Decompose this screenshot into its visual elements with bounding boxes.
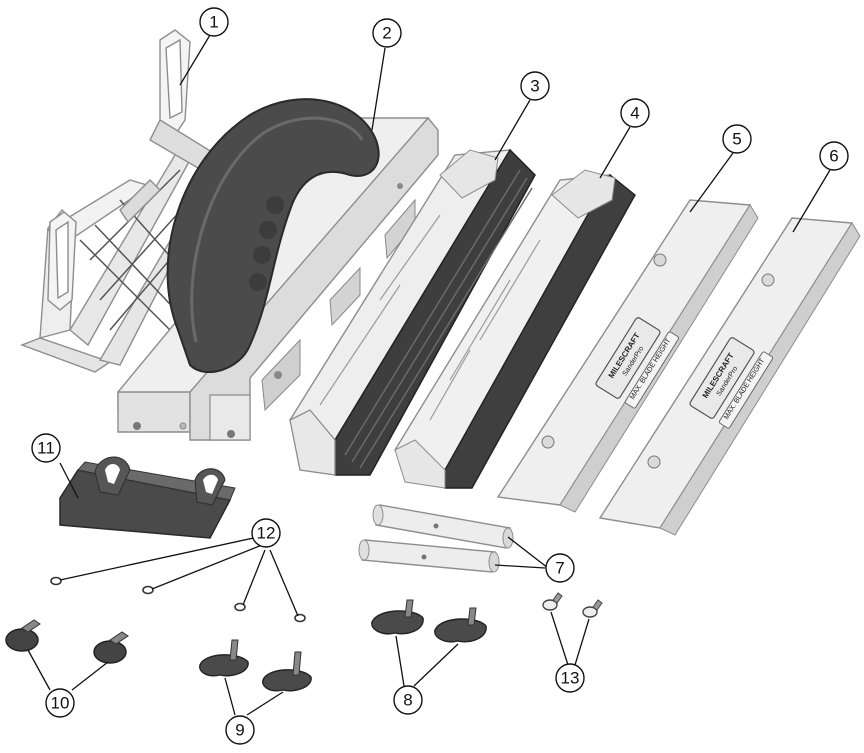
callout-13-label: 13 xyxy=(561,669,580,688)
callout-7-label: 7 xyxy=(555,559,564,578)
part-10-knurled-knobs xyxy=(5,619,129,664)
callout-11: 11 xyxy=(31,433,61,463)
callout-12-label: 12 xyxy=(257,524,276,543)
leader-lines xyxy=(27,34,831,716)
callout-11-label: 11 xyxy=(37,439,55,458)
callout-2: 2 xyxy=(372,18,402,48)
callout-6: 6 xyxy=(819,141,849,171)
callout-12: 12 xyxy=(251,518,281,548)
callout-8: 8 xyxy=(393,685,423,715)
part-13-screws xyxy=(542,592,603,618)
callout-3: 3 xyxy=(520,71,550,101)
callout-13: 13 xyxy=(555,663,585,693)
callout-10: 10 xyxy=(45,688,75,718)
callout-6-label: 6 xyxy=(829,147,838,166)
callout-3-label: 3 xyxy=(530,77,539,96)
callout-10-label: 10 xyxy=(51,694,70,713)
part-6-base-plate: MILESCRAFT SanderPro MAX. BLADE HEIGHT xyxy=(598,217,861,536)
part-8-wing-knobs xyxy=(371,599,487,643)
part-12-washers xyxy=(50,576,306,623)
callout-9: 9 xyxy=(225,715,255,745)
part-2-handle-base xyxy=(117,98,439,441)
callout-4: 4 xyxy=(620,98,650,128)
callout-1: 1 xyxy=(199,7,229,37)
callout-5-label: 5 xyxy=(732,130,741,149)
callout-7: 7 xyxy=(545,553,575,583)
part-7-pins xyxy=(358,504,514,573)
callout-8-label: 8 xyxy=(403,691,412,710)
callout-2-label: 2 xyxy=(382,24,391,43)
callout-1-label: 1 xyxy=(209,13,218,32)
part-9-wing-knobs xyxy=(199,639,312,692)
part-3-grip-clamp xyxy=(288,148,536,476)
part-4-clamp-frame xyxy=(393,169,636,489)
callout-4-label: 4 xyxy=(630,104,639,123)
callout-5: 5 xyxy=(722,124,752,154)
callout-9-label: 9 xyxy=(235,721,244,740)
part-5-base-plate: MILESCRAFT SanderPro MAX. BLADE HEIGHT xyxy=(496,199,759,513)
part-11-clamp-bar xyxy=(59,456,236,539)
